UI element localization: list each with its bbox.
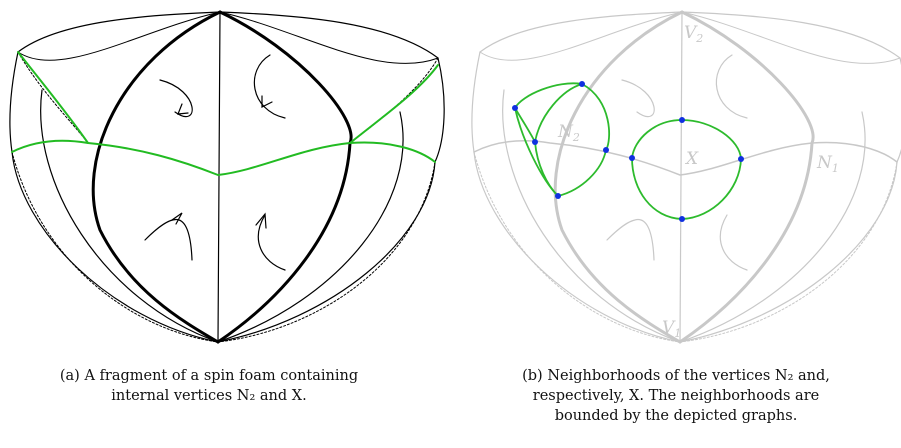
graph-x-loop [631,119,742,220]
edge-outer-left-back [17,11,221,61]
edge-lower-right-outer [217,161,436,343]
node-n2-bottom [555,193,561,199]
caption-a-line-1: (a) A fragment of a spin foam containing [59,368,359,384]
faded-edge-left-vertical [471,51,481,153]
arrow-lower-left-head [171,212,183,225]
faded-edge-dotted-left [473,151,681,343]
edge-central-vertical [217,11,221,343]
label-v1: V1 [662,318,681,340]
node-n2-inner [532,139,538,145]
graph-nodes [512,81,744,222]
faded-edge-lower-left-outer [473,151,681,343]
green-edge-left-upper [17,51,89,144]
node-n2-top [579,81,585,87]
faded-edge-thick-right [678,10,815,344]
faded-edge-lower-right-inner [679,111,866,343]
faded-arrow-upper-left [621,79,655,118]
caption-b-line-2: respectively, X. The neighborhoods are [532,388,820,404]
caption-b-line-1: (b) Neighborhoods of the vertices N₂ and… [522,368,830,384]
faded-edge-outer-right-upper [681,11,901,59]
node-n2-right [603,147,609,153]
caption-a-line-2: internal vertices N₂ and X. [111,388,307,404]
faded-edge-thick-left [553,10,684,344]
caption-b-line-3: bounded by the depicted graphs. [554,408,798,424]
graph-n2-inner-left [534,141,559,197]
label-v2: V2 [684,23,703,45]
faded-edge-lower-left-inner [502,89,681,343]
label-x: X [684,149,699,169]
edge-lower-right-inner [217,111,404,343]
arrow-upper-left-head [177,103,189,115]
graph-n2-inner-upper [534,83,583,143]
edge-dotted-left [11,151,219,343]
edge-thick-right [216,10,353,344]
panel-a-spin-foam-fragment: V2 N1 N2 X V1 [9,10,445,344]
green-edge-right-upper [349,64,439,144]
faded-edge-outer-left-upper [479,11,683,53]
edge-lower-left-outer [11,151,219,343]
caption-panel-a: (a) A fragment of a spin foam containing… [44,366,374,406]
edge-right-vertical-outer [434,57,445,163]
edge-outer-left-upper [17,11,221,53]
faded-edge-right-vertical [896,57,901,163]
label-n1: N1 [816,153,839,175]
edge-dotted-right [217,161,436,343]
node-x-left [629,155,635,161]
graph-n2-outer-arc [514,82,583,109]
edge-thick-left [91,10,222,344]
faded-arrow-upper-right [715,54,748,119]
edge-dotted-right-upper [349,57,439,144]
faded-edge-outer-left-back [479,11,683,61]
label-v2: V2 [222,23,241,45]
green-edge-horizontal [11,139,436,177]
node-n2-left [512,105,518,111]
arrow-upper-right [253,54,286,119]
faded-edge-central-vertical [679,11,683,343]
arrow-lower-left [144,218,193,261]
node-x-top [679,117,685,123]
faded-arrow-lower-left [606,218,655,261]
faded-edge-outer-right-back [681,11,901,64]
label-n2: N2 [557,122,580,144]
faded-edge-horizontal [473,140,898,176]
neighborhood-graph-x [631,119,742,220]
orientation-arrows [144,54,286,271]
arrow-upper-right-head [261,95,273,108]
graph-n2-cross [514,107,536,143]
arrow-upper-left [159,79,193,118]
panel-b-neighborhoods: V2 N1 N2 X V1 [471,10,901,344]
arrow-lower-right [257,214,286,271]
faded-arrow-lower-right [719,214,748,271]
arrow-lower-right-head [255,212,267,229]
caption-panel-b: (b) Neighborhoods of the vertices N₂ and… [506,366,846,426]
node-x-right [738,156,744,162]
edge-outer-right-upper [219,11,439,59]
edge-lower-left-inner [40,89,219,343]
edge-left-vertical-outer [9,51,19,153]
label-n1: N1 [349,112,372,134]
faded-edge-dotted-right [679,161,898,343]
edge-outer-right-back [219,11,439,64]
label-x: X [223,148,238,168]
faded-edge-lower-right-outer [679,161,898,343]
node-x-bottom [679,216,685,222]
